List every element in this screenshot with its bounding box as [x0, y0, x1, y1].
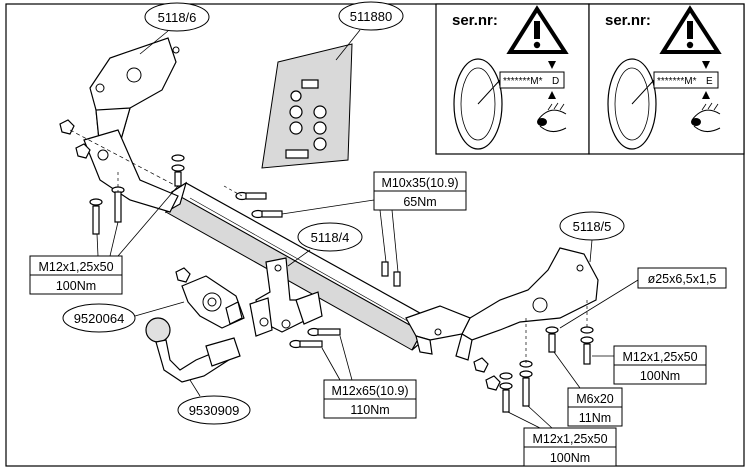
- spec-center-bolt: M12x65(10.9) 110Nm: [321, 335, 417, 419]
- socket-plate: [175, 267, 245, 329]
- spec-center-bolt-size: M12x65(10.9): [331, 384, 408, 398]
- spec-bottom-bolt-torque: 100Nm: [550, 451, 590, 465]
- main-crossbar: [164, 181, 438, 351]
- warning-triangle-icon: [659, 5, 722, 54]
- towball-outline: [453, 58, 503, 150]
- spec-right-bolt-size: M12x1,25x50: [622, 350, 697, 364]
- eye-icon: [691, 102, 721, 132]
- arrow-up-icon: [702, 91, 710, 99]
- spec-left-bolt: M12x1,25x50 100Nm: [29, 185, 179, 295]
- spec-right-bolt-torque: 100Nm: [640, 369, 680, 383]
- serial-label-e: ser.nr:: [605, 12, 651, 29]
- serial-plate-d: [499, 71, 565, 89]
- arrow-down-icon: [548, 61, 556, 69]
- towball-outline: [607, 58, 657, 150]
- spec-bottom-bolt: M12x1,25x50 100Nm: [507, 405, 617, 467]
- spec-center-bolt-torque: 110Nm: [350, 403, 389, 417]
- right-bolts: [473, 300, 594, 413]
- spec-washer: ø25x6,5x1,5: [559, 267, 727, 329]
- top-bolts: [223, 185, 401, 287]
- serial-variant-d: D: [552, 76, 559, 87]
- right-bracket: [405, 247, 599, 361]
- spec-small-bolt: M6x20 11Nm: [553, 351, 623, 427]
- center-bolts: [289, 327, 341, 349]
- tow-ball: [145, 317, 241, 383]
- fixing-kit-callout: [338, 1, 404, 31]
- spec-top-bolt-torque: 65Nm: [403, 195, 436, 209]
- spec-left-bolt-torque: 100Nm: [56, 279, 96, 293]
- fixing-kit-label: 511880: [350, 9, 392, 24]
- spec-top-bolt-size: M10x35(10.9): [381, 176, 458, 190]
- center-bracket-label: 5118/4: [311, 230, 350, 245]
- socket-plate-label: 9520064: [74, 311, 125, 326]
- serial-panel-e: ser.nr: *******M* E: [588, 3, 745, 155]
- left-bracket-callout: [144, 2, 210, 32]
- tow-ball-callout: [177, 395, 251, 425]
- left-bracket-label: 5118/6: [158, 10, 197, 25]
- right-bracket-label: 5118/5: [573, 219, 612, 234]
- eye-icon: [537, 102, 567, 132]
- spec-bottom-bolt-size: M12x1,25x50: [532, 432, 607, 446]
- center-bracket: [249, 257, 323, 337]
- spec-washer-size: ø25x6,5x1,5: [648, 272, 717, 286]
- serial-plate-text-d: *******M*: [503, 76, 543, 87]
- spec-right-bolt: M12x1,25x50 100Nm: [592, 345, 707, 385]
- left-bolts: [59, 119, 185, 235]
- spec-left-bolt-size: M12x1,25x50: [38, 260, 113, 274]
- serial-variant-e: E: [706, 76, 713, 87]
- center-bracket-callout: [297, 222, 363, 252]
- fixing-kit-bag: [261, 43, 353, 169]
- serial-label-d: ser.nr:: [452, 12, 498, 29]
- socket-plate-callout: [62, 303, 136, 333]
- left-bracket: [83, 37, 180, 213]
- warning-triangle-icon: [506, 5, 569, 54]
- tow-ball-label: 9530909: [189, 403, 240, 418]
- arrow-down-icon: [702, 61, 710, 69]
- serial-panel-d: ser.nr: *******M* D: [435, 3, 590, 155]
- serial-plate-e: [653, 71, 719, 89]
- arrow-up-icon: [548, 91, 556, 99]
- serial-plate-text-e: *******M*: [657, 76, 697, 87]
- spec-small-bolt-torque: 11Nm: [579, 411, 611, 425]
- spec-small-bolt-size: M6x20: [576, 392, 614, 406]
- spec-top-bolt: M10x35(10.9) 65Nm: [281, 171, 467, 273]
